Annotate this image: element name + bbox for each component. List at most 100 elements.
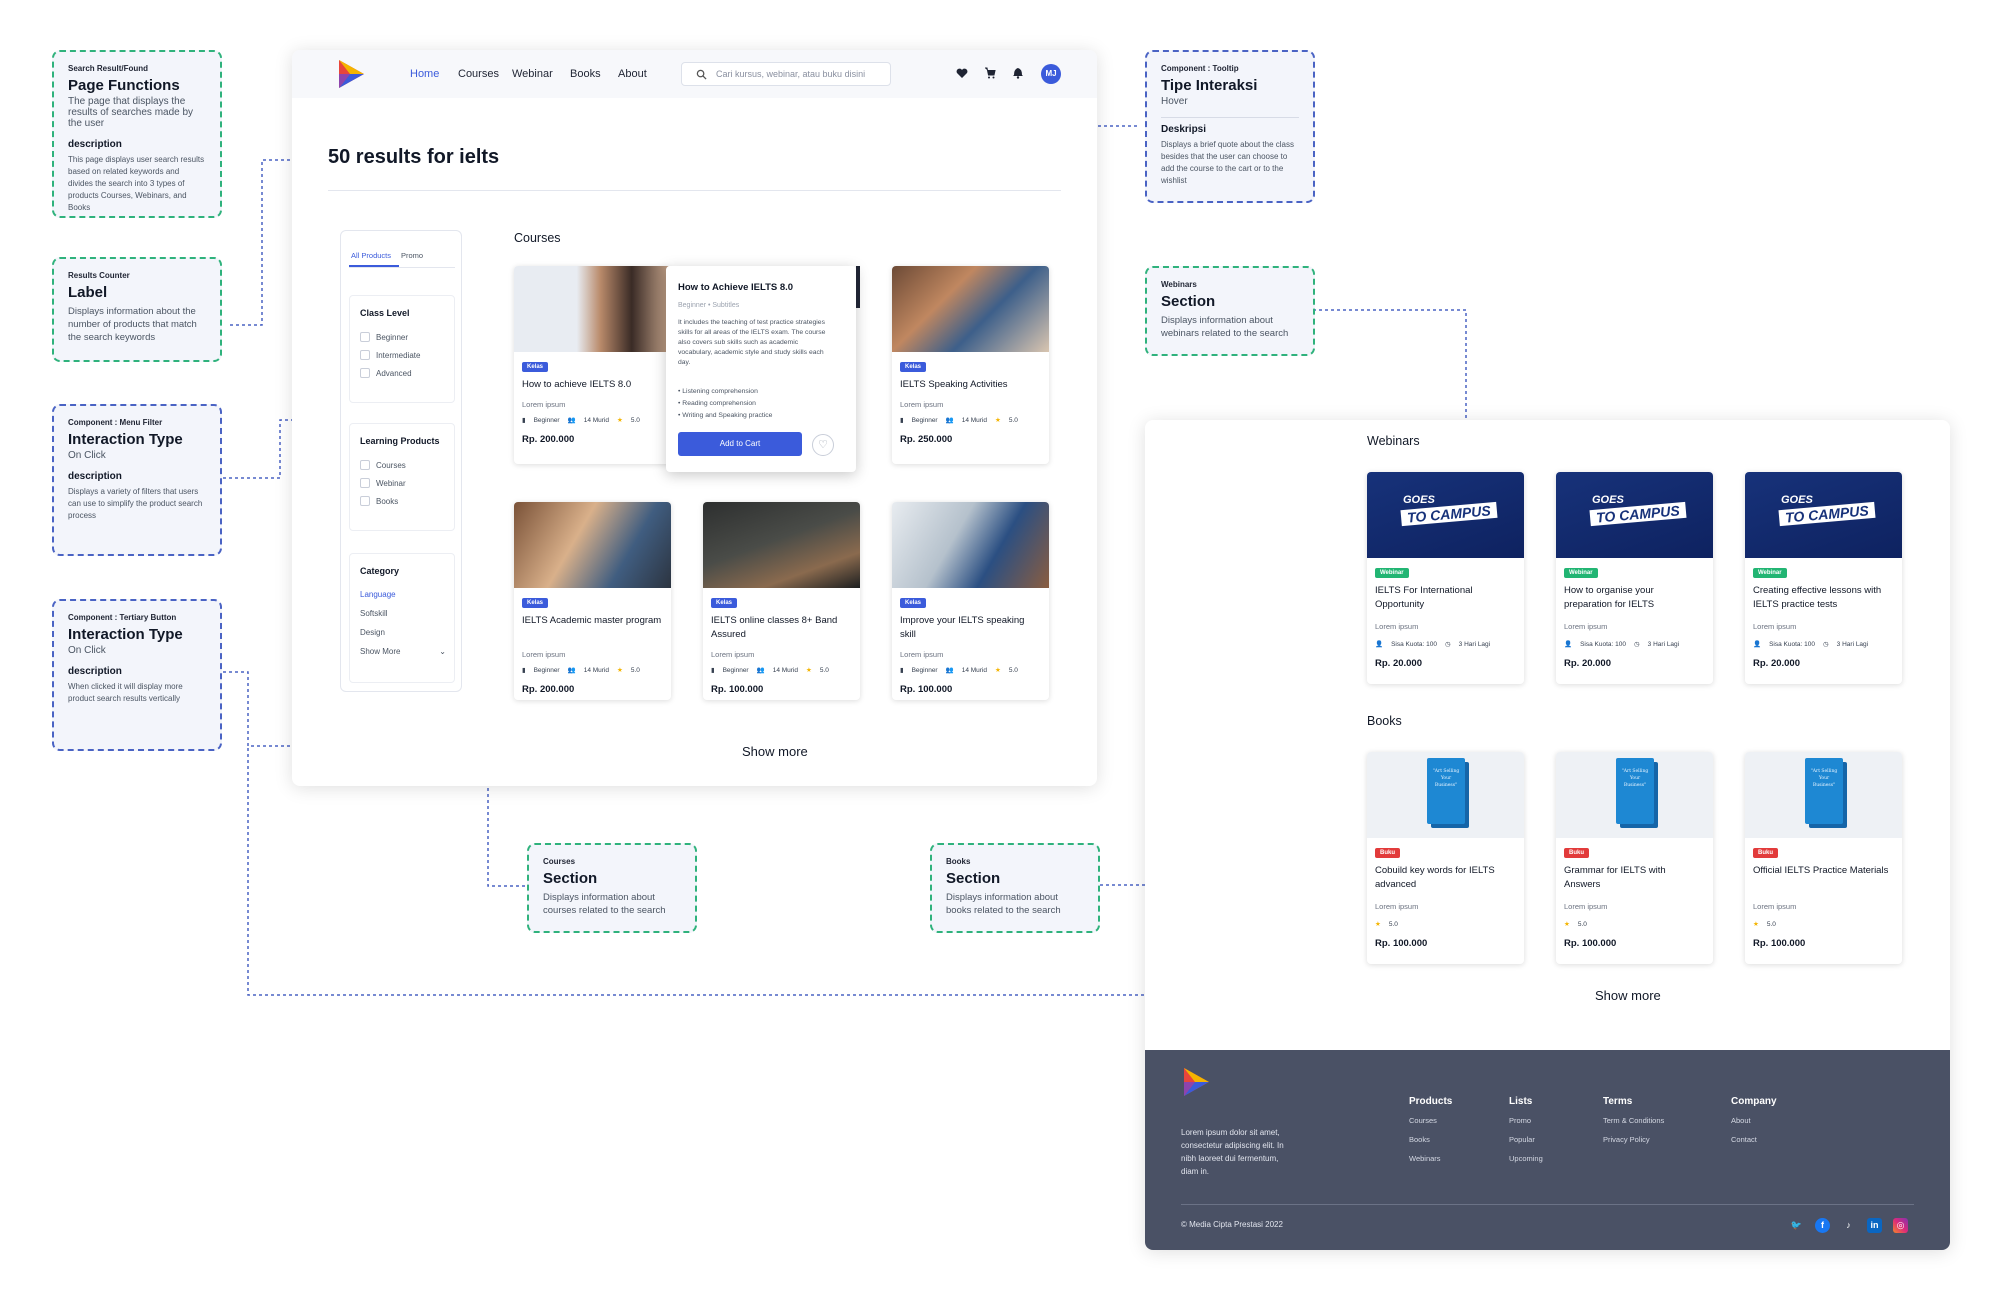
nav-webinar[interactable]: Webinar [512, 68, 553, 80]
banner-top-text: GOES [1592, 494, 1624, 506]
course-students: 14 Murid [961, 666, 987, 674]
tooltip-bullet: • Reading comprehension [678, 400, 756, 407]
course-rating: 5.0 [1008, 416, 1018, 424]
results-counter-label: 50 results for ielts [328, 146, 500, 168]
course-card[interactable]: Kelas IELTS Academic master program Lore… [514, 502, 671, 700]
book-title: Cobuild key words for IELTS advanced [1375, 865, 1495, 890]
course-card[interactable]: Kelas How to achieve IELTS 8.0 Lorem ips… [514, 266, 671, 464]
courses-show-more-button[interactable]: Show more [742, 744, 808, 759]
bell-icon[interactable] [1012, 66, 1024, 79]
facebook-icon[interactable]: f [1815, 1218, 1830, 1233]
instagram-icon[interactable]: ◎ [1893, 1218, 1908, 1233]
students-icon: 👥 [756, 667, 765, 674]
course-image [703, 502, 860, 588]
footer-link[interactable]: Webinars [1409, 1154, 1441, 1163]
footer-link[interactable]: Upcoming [1509, 1154, 1543, 1163]
course-price: Rp. 200.000 [522, 434, 575, 445]
footer-link[interactable]: Popular [1509, 1135, 1535, 1144]
footer-link[interactable]: Courses [1409, 1116, 1437, 1125]
checkbox[interactable] [360, 350, 370, 360]
checkbox[interactable] [360, 332, 370, 342]
clock-icon: ◷ [1445, 641, 1451, 648]
checkbox[interactable] [360, 496, 370, 506]
footer-link[interactable]: Privacy Policy [1603, 1135, 1650, 1144]
brand-logo[interactable] [336, 58, 366, 90]
avatar[interactable]: MJ [1041, 64, 1061, 84]
webinar-days: 3 Hari Lagi [1647, 640, 1680, 648]
checkbox[interactable] [360, 478, 370, 488]
nav-home[interactable]: Home [410, 68, 440, 80]
filter-tab-promo[interactable]: Promo [401, 251, 424, 260]
cart-icon[interactable] [984, 67, 996, 79]
course-title: IELTS Academic master program [522, 615, 662, 626]
footer-link[interactable]: Contact [1731, 1135, 1757, 1144]
note-title: Section [543, 870, 598, 887]
heart-icon[interactable] [956, 68, 968, 79]
filter-option-intermediate[interactable]: Intermediate [360, 350, 454, 360]
footer: Lorem ipsum dolor sit amet, consectetur … [1145, 1050, 1950, 1250]
category-language[interactable]: Language [360, 590, 396, 599]
footer-col-title: Company [1731, 1096, 1777, 1107]
course-title: IELTS online classes 8+ Band Assured [711, 615, 838, 640]
show-more-label: Show More [360, 647, 401, 656]
webinar-subtitle: Lorem ipsum [1375, 622, 1419, 631]
checkbox[interactable] [360, 368, 370, 378]
filter-option-beginner[interactable]: Beginner [360, 332, 454, 342]
course-rating: 5.0 [1008, 666, 1018, 674]
category-design[interactable]: Design [360, 628, 385, 637]
filter-tab-all-products[interactable]: All Products [351, 251, 392, 260]
note-kicker: Results Counter [68, 271, 130, 280]
books-show-more-button[interactable]: Show more [1595, 988, 1661, 1003]
course-card[interactable]: Kelas IELTS online classes 8+ Band Assur… [703, 502, 860, 700]
webinar-price: Rp. 20.000 [1564, 658, 1611, 669]
filter-option-advanced[interactable]: Advanced [360, 368, 454, 378]
course-badge: Kelas [522, 362, 549, 372]
linkedin-icon[interactable]: in [1867, 1218, 1882, 1233]
book-card[interactable]: "Art Selling Your Business" Buku Officia… [1745, 752, 1902, 964]
twitter-icon[interactable]: 🐦 [1790, 1220, 1803, 1230]
webinar-badge: Webinar [1753, 568, 1787, 578]
checkbox[interactable] [360, 460, 370, 470]
book-price: Rp. 100.000 [1375, 938, 1428, 949]
footer-link[interactable]: Term & Conditions [1603, 1116, 1665, 1125]
book-badge: Buku [1753, 848, 1778, 858]
wishlist-heart-icon[interactable]: ♡ [812, 434, 834, 456]
nav-courses[interactable]: Courses [458, 68, 499, 80]
category-softskill[interactable]: Softskill [360, 609, 388, 618]
filter-option-books[interactable]: Books [360, 496, 454, 506]
course-card[interactable]: Kelas Improve your IELTS speaking skill … [892, 502, 1049, 700]
add-to-cart-button[interactable]: Add to Cart [678, 432, 802, 456]
search-input[interactable]: Cari kursus, webinar, atau buku disini [681, 62, 891, 86]
footer-link[interactable]: Promo [1509, 1116, 1532, 1125]
course-image [514, 266, 671, 352]
level-icon: ▮ [900, 417, 904, 424]
filter-option-webinar[interactable]: Webinar [360, 478, 454, 488]
category-show-more[interactable]: Show More ⌄ [360, 647, 446, 656]
course-meta: ▮Beginner 👥14 Murid ★5.0 [522, 666, 640, 675]
book-cover: "Art Selling Your Business" [1805, 758, 1843, 824]
star-icon: ★ [806, 667, 812, 674]
book-card[interactable]: "Art Selling Your Business" Buku Grammar… [1556, 752, 1713, 964]
filter-option-courses[interactable]: Courses [360, 460, 454, 470]
webinar-title: How to organise your preparation for IEL… [1564, 585, 1655, 610]
tooltip-bullet: • Writing and Speaking practice [678, 412, 773, 419]
note-title: Interaction Type [68, 431, 183, 448]
nav-about[interactable]: About [618, 68, 647, 80]
tiktok-icon[interactable]: ♪ [1846, 1220, 1851, 1230]
tooltip-meta: Beginner • Subtitles [678, 302, 740, 309]
footer-logo[interactable] [1181, 1066, 1211, 1098]
book-badge: Buku [1564, 848, 1589, 858]
course-card[interactable]: Kelas IELTS Speaking Activities Lorem ip… [892, 266, 1049, 464]
footer-link[interactable]: About [1731, 1116, 1751, 1125]
footer-link[interactable]: Books [1409, 1135, 1430, 1144]
banner-top-text: GOES [1403, 494, 1435, 506]
nav-books[interactable]: Books [570, 68, 601, 80]
course-level: Beginner [533, 666, 560, 674]
book-card[interactable]: "Art Selling Your Business" Buku Cobuild… [1367, 752, 1524, 964]
filter-menu: All Products Promo Class Level Beginner … [340, 230, 462, 692]
